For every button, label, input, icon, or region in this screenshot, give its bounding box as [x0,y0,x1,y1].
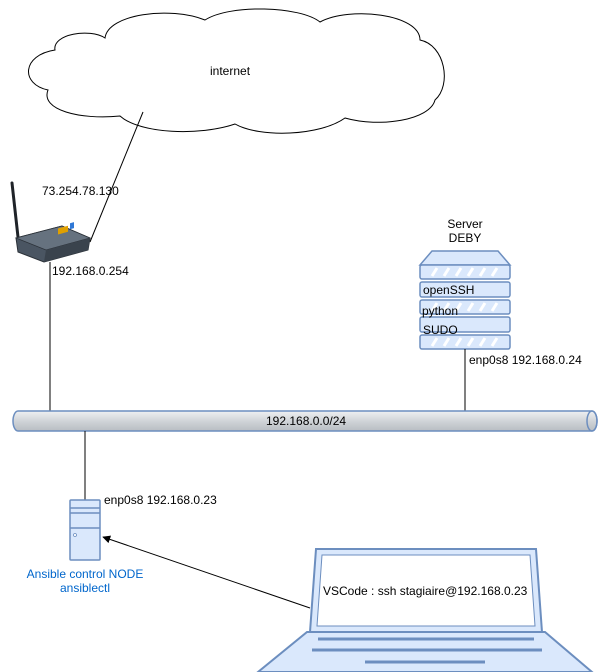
laptop-screen-text: VSCode : ssh stagiaire@192.168.0.23 [323,584,528,598]
router-lan-ip: 192.168.0.254 [52,264,129,278]
server-rack-icon [418,250,512,350]
internet-label: internet [210,64,251,78]
network-label: 192.168.0.0/24 [266,414,347,428]
ssh-connection-arrow [102,535,311,609]
control-node-name: Ansible control NODE ansiblectl [10,567,160,595]
desktop-tower-icon [69,499,101,561]
internet-cloud-icon [28,8,445,134]
network-bus-pipe [12,410,598,432]
router-public-ip: 73.254.78.130 [42,184,119,198]
server-slot-openssh: openSSH [423,283,475,297]
control-node-name-line1: Ansible control NODE [26,567,144,581]
control-node-name-line2: ansiblectl [59,581,111,595]
server-title: Server DEBY [425,217,505,245]
server-slot-sudo: SUDO [423,323,458,337]
control-node-interface-label: enp0s8 192.168.0.23 [104,493,217,507]
server-interface-label: enp0s8 192.168.0.24 [469,353,582,367]
internet-uplink-line [89,111,144,243]
server-slot-python: python [422,304,459,318]
server-title-line1: Server [447,217,483,231]
laptop-icon [256,548,594,672]
server-title-line2: DEBY [448,231,482,245]
router-icon [10,181,92,263]
